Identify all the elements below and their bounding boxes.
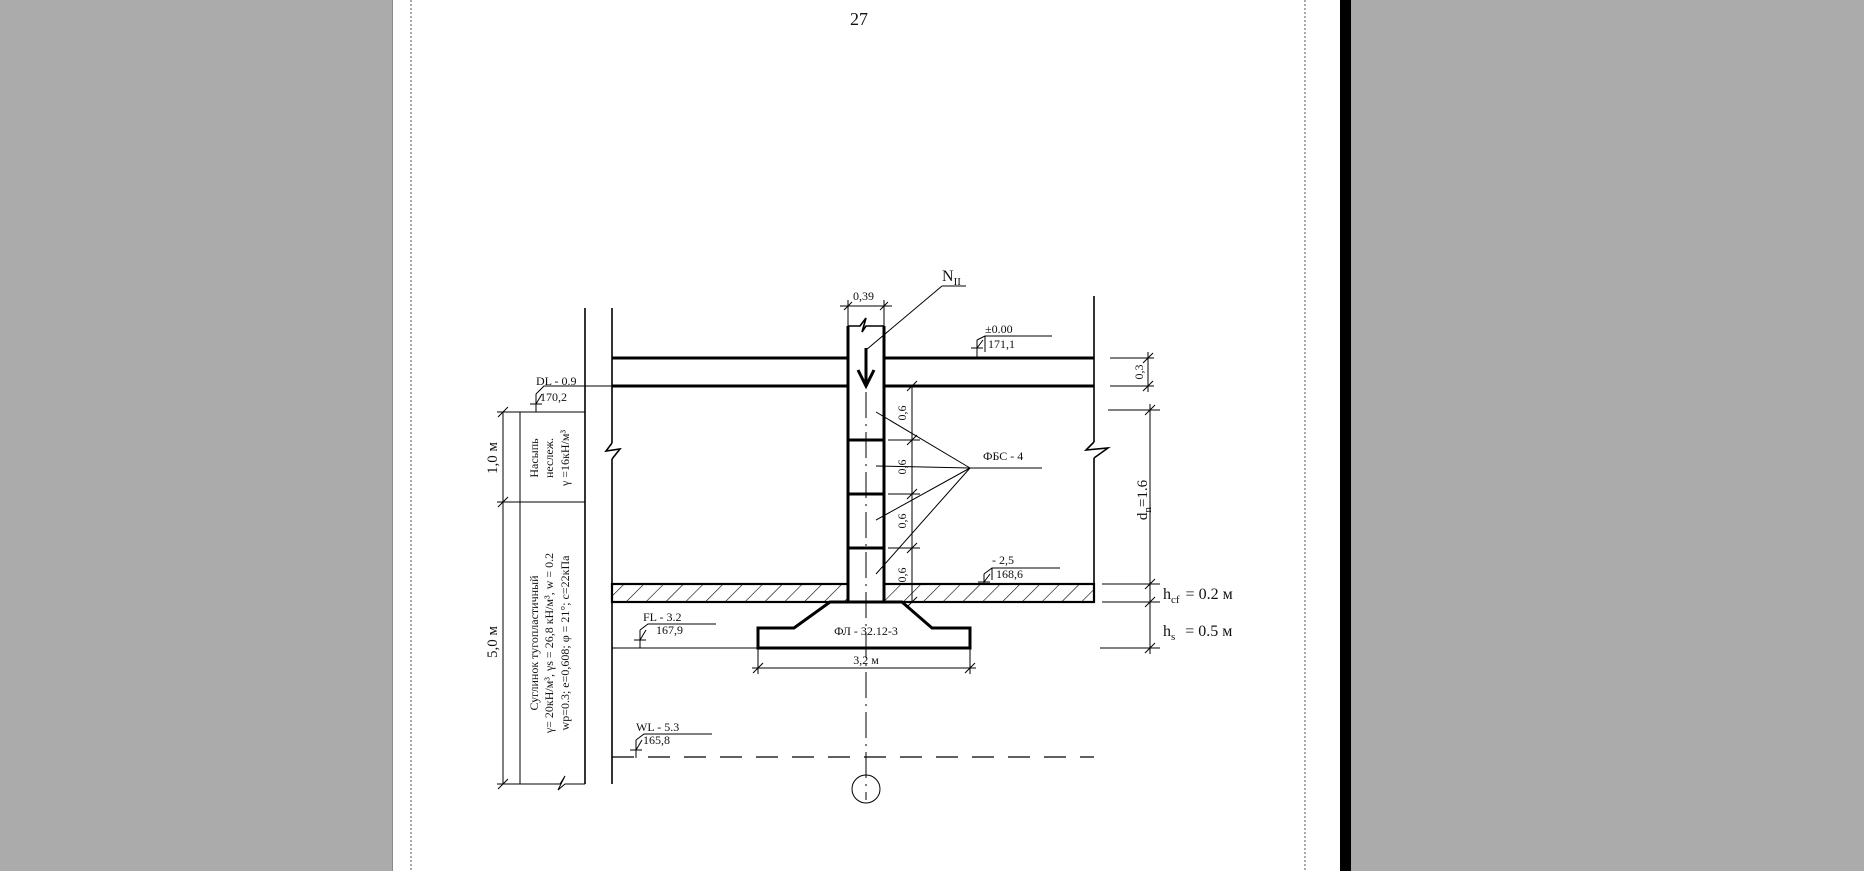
right-outer-wall xyxy=(1083,296,1111,602)
block-height-4: 0,6 xyxy=(895,568,909,583)
ground-level-mark xyxy=(971,335,1052,358)
layer1-state: неслеж. xyxy=(542,438,556,478)
fbs-leader-lines xyxy=(875,411,1042,575)
page-shadow xyxy=(1340,0,1351,871)
load-label: NII xyxy=(942,268,961,288)
column-width: 0,39 xyxy=(853,289,874,303)
hcf-hs-dimensions xyxy=(1100,578,1160,654)
dl-level-mark xyxy=(530,385,620,412)
fbs-block-wall xyxy=(846,386,886,800)
dl-mark: DL - 0.9 xyxy=(536,374,577,388)
basement-mark: - 2,5 xyxy=(992,553,1014,567)
footing-width-dimension xyxy=(752,648,976,674)
block-height-3: 0,6 xyxy=(895,514,909,529)
ground-floor-slab xyxy=(612,356,1094,388)
hcf-label: hcf= 0.2 м xyxy=(1163,586,1233,606)
dl-absolute: 170,2 xyxy=(540,390,567,404)
layer2-thickness: 5,0 м xyxy=(485,626,501,659)
depth-label: dn=1.6 xyxy=(1135,479,1154,520)
layer1-gamma: γ =16кН/м³ xyxy=(558,430,572,487)
basement-slab-right xyxy=(882,582,1096,604)
hs-label: hs= 0.5 м xyxy=(1163,623,1232,643)
footing-width: 3,2 м xyxy=(853,653,879,667)
left-outer-wall xyxy=(584,308,622,784)
ground-mark: ±0.00 xyxy=(985,322,1013,336)
layer2-props2: wp=0.3; e=0,608; φ = 21°; c=22кПа xyxy=(558,555,572,731)
depth-dimension xyxy=(1108,404,1160,600)
layer1-description: Насыпь неслеж. γ =16кН/м³ xyxy=(527,430,572,487)
column-stub xyxy=(846,285,966,390)
fbs-label: ФБС - 4 xyxy=(983,449,1023,463)
slab-thickness-dimension xyxy=(1110,352,1154,392)
block-height-1: 0,6 xyxy=(895,406,909,421)
wl-mark: WL - 5.3 xyxy=(636,720,679,734)
fl-absolute: 167,9 xyxy=(656,623,683,637)
layer2-description: Суглинок тугопластичный γ= 20кН/м³, γs =… xyxy=(527,553,572,734)
basement-slab-left xyxy=(610,582,850,604)
basement-absolute: 168,6 xyxy=(996,567,1023,581)
footing-label: ФЛ - 32.12-3 xyxy=(834,624,898,638)
wl-absolute: 165,8 xyxy=(643,733,670,747)
basement-level-mark xyxy=(978,567,1060,584)
document-page xyxy=(392,0,1342,871)
fl-level-mark xyxy=(612,623,758,649)
axis-marker xyxy=(851,774,881,804)
slab-thickness: 0,3 xyxy=(1132,365,1146,380)
wl-level-mark xyxy=(630,733,712,758)
ground-absolute: 171,1 xyxy=(988,337,1015,351)
layer1-name: Насыпь xyxy=(527,438,541,478)
layer2-props1: γ= 20кН/м³, γs = 26,8 кН/м³, w = 0.2 xyxy=(542,553,556,734)
fl-mark: FL - 3.2 xyxy=(643,610,682,624)
layer1-thickness: 1,0 м xyxy=(485,442,501,475)
column-width-dimension xyxy=(840,300,892,326)
layer2-name: Суглинок тугопластичный xyxy=(527,575,541,711)
page-number: 27 xyxy=(850,9,868,29)
